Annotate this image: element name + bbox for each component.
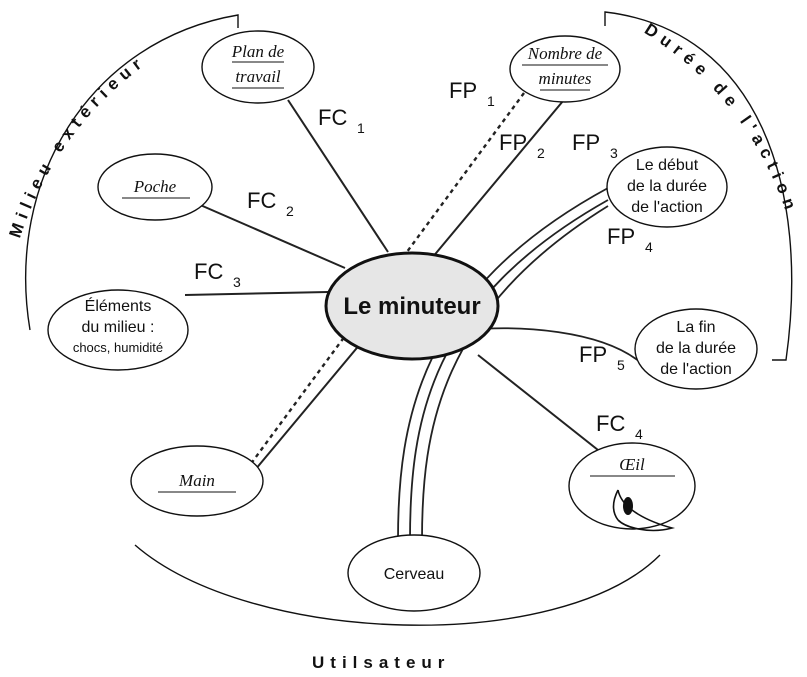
label-fp4: FP 4 xyxy=(607,224,653,255)
svg-text:Œil: Œil xyxy=(619,455,645,474)
link-fc2 xyxy=(197,203,346,269)
link-fp3-b xyxy=(409,199,609,541)
svg-text:FP: FP xyxy=(449,78,477,103)
svg-text:Plan de: Plan de xyxy=(231,42,285,61)
svg-text:de l'action: de l'action xyxy=(660,361,732,378)
node-fin-duree: La fin de la durée de l'action xyxy=(634,308,758,390)
svg-text:FC: FC xyxy=(247,188,276,213)
svg-text:FC: FC xyxy=(318,105,347,130)
label-fp1: FP 1 xyxy=(449,78,495,109)
svg-text:FP: FP xyxy=(572,130,600,155)
svg-text:5: 5 xyxy=(617,357,625,373)
svg-text:travail: travail xyxy=(235,67,281,86)
node-debut-duree: Le début de la durée de l'action xyxy=(606,146,728,228)
svg-text:minutes: minutes xyxy=(539,69,592,88)
svg-text:2: 2 xyxy=(537,145,545,161)
link-fp5 xyxy=(465,327,641,363)
svg-text:La fin: La fin xyxy=(676,319,715,336)
svg-text:1: 1 xyxy=(357,120,365,136)
link-fc4 xyxy=(477,354,599,451)
label-fc2: FC 2 xyxy=(247,188,294,219)
svg-text:FP: FP xyxy=(607,224,635,249)
bracket-milieu-exterieur xyxy=(25,14,239,331)
svg-text:4: 4 xyxy=(645,239,653,255)
svg-text:3: 3 xyxy=(610,145,618,161)
node-main: Main xyxy=(130,445,264,517)
svg-text:Main: Main xyxy=(178,471,215,490)
label-fc4: FC 4 xyxy=(596,411,643,442)
svg-text:du milieu :: du milieu : xyxy=(82,319,155,336)
node-nombre-de-minutes: Nombre de minutes xyxy=(509,35,621,103)
center-node-le-minuteur: Le minuteur xyxy=(324,251,500,361)
label-fp3: FP 3 xyxy=(572,130,618,161)
link-fp4 xyxy=(421,205,609,541)
svg-text:de la durée: de la durée xyxy=(656,340,736,357)
svg-text:4: 4 xyxy=(635,426,643,442)
link-fc1 xyxy=(287,99,389,253)
node-cerveau: Cerveau xyxy=(347,534,481,612)
svg-text:FC: FC xyxy=(596,411,625,436)
svg-text:Éléments: Éléments xyxy=(85,296,152,315)
svg-text:2: 2 xyxy=(286,203,294,219)
svg-text:de l'action: de l'action xyxy=(631,199,703,216)
svg-text:FP: FP xyxy=(499,130,527,155)
node-oeil: Œil xyxy=(568,442,696,532)
node-poche: Poche xyxy=(97,153,213,221)
svg-text:FC: FC xyxy=(194,259,223,284)
node-plan-de-travail: Plan de travail xyxy=(201,30,315,104)
label-fc1: FC 1 xyxy=(318,105,365,136)
svg-text:de la durée: de la durée xyxy=(627,178,707,195)
svg-text:Le minuteur: Le minuteur xyxy=(343,293,480,320)
eye-icon xyxy=(612,489,676,532)
bracket-duree-action xyxy=(604,11,793,361)
label-fp5: FP 5 xyxy=(579,342,625,373)
link-fc3 xyxy=(184,291,329,296)
svg-text:FP: FP xyxy=(579,342,607,367)
label-fp2: FP 2 xyxy=(499,130,545,161)
svg-text:Le début: Le début xyxy=(636,157,699,174)
bracket-utilisateur xyxy=(134,544,661,626)
svg-text:Nombre de: Nombre de xyxy=(527,44,603,63)
svg-text:Poche: Poche xyxy=(133,177,177,196)
svg-text:chocs, humidité: chocs, humidité xyxy=(73,340,163,355)
svg-text:Cerveau: Cerveau xyxy=(384,566,444,583)
svg-text:1: 1 xyxy=(487,93,495,109)
label-fc3: FC 3 xyxy=(194,259,241,290)
node-elements-milieu: Éléments du milieu : chocs, humidité xyxy=(47,289,189,371)
group-label-utilisateur: Utilsateur xyxy=(312,653,450,672)
link-fp1 xyxy=(249,92,525,466)
svg-text:3: 3 xyxy=(233,274,241,290)
